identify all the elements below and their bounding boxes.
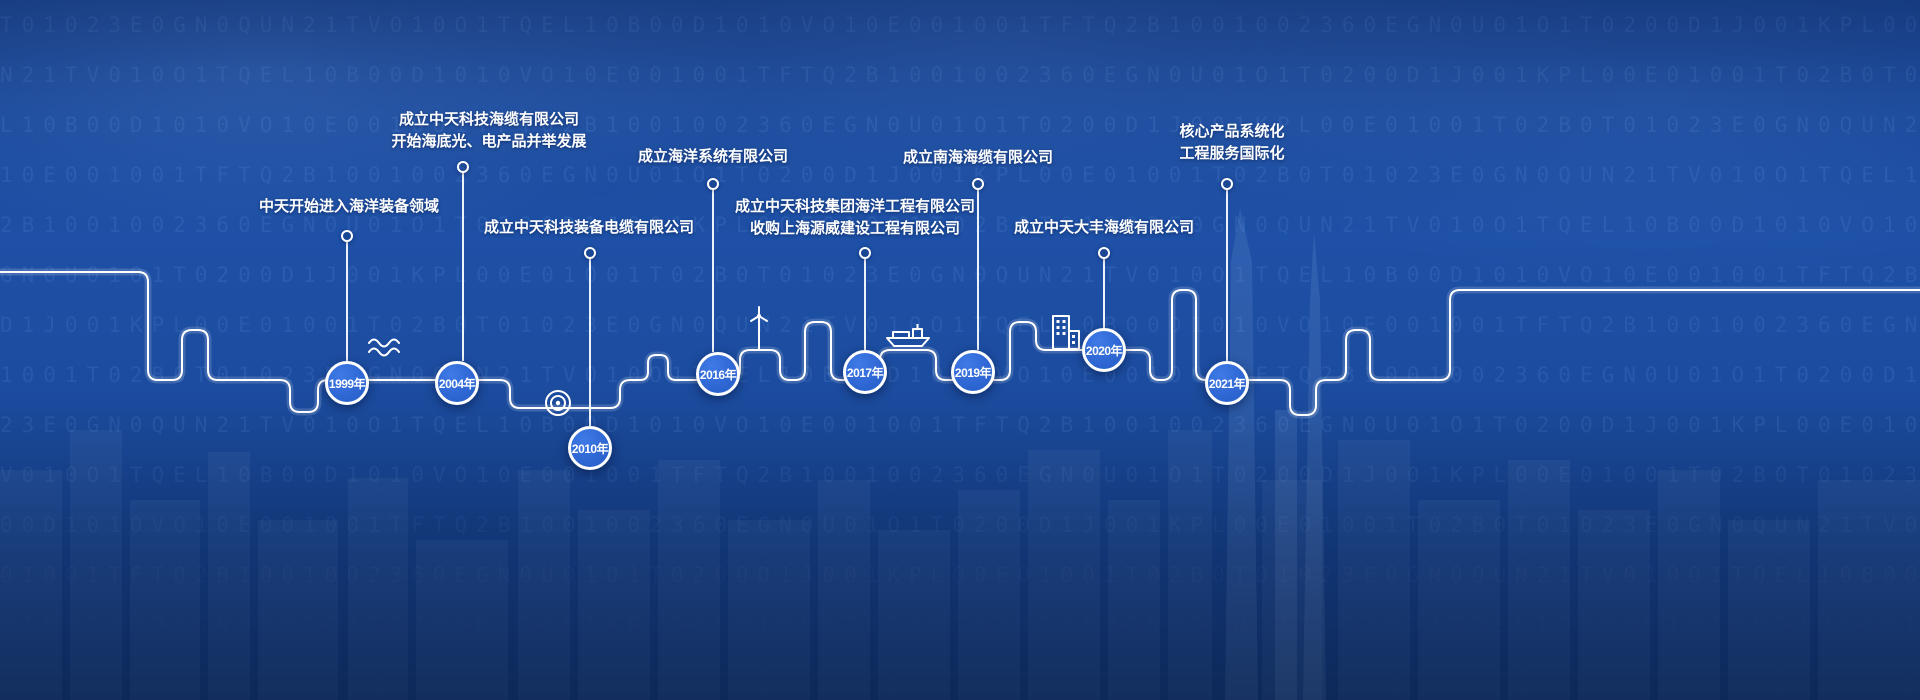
node-dot-2021 bbox=[1221, 178, 1233, 190]
node-dot-2016 bbox=[707, 178, 719, 190]
node-stem-2020 bbox=[1103, 259, 1105, 328]
year-text: 2019年 bbox=[954, 365, 992, 380]
binary-row: 23E0GN0QUN21TV010O1TQEL10B00D1010VO10E00… bbox=[0, 413, 1920, 437]
binary-row: GN0U01O1T0200D1J001KPL00E01001T02B0T0102… bbox=[0, 263, 1920, 287]
milestone-text: 中天开始进入海洋装备领域 bbox=[258, 198, 440, 215]
node-stem-2017 bbox=[864, 259, 866, 350]
milestone-text: 收购上海源威建设工程有限公司 bbox=[749, 220, 961, 237]
year-text: 2010年 bbox=[571, 441, 609, 456]
node-dot-2004 bbox=[457, 161, 469, 173]
year-badge-2016: 2016年 bbox=[696, 352, 740, 396]
binary-row: 01O1T0200D1J001KPL00E01001T02B0T01023E0G… bbox=[0, 650, 1920, 700]
year-badge-2010: 2010年 bbox=[568, 426, 612, 470]
node-stem-2010 bbox=[589, 259, 591, 426]
node-dot-1999 bbox=[341, 230, 353, 242]
milestone-text: 成立中天科技集团海洋工程有限公司 bbox=[734, 198, 976, 215]
binary-row: 10E001001TFTQ2B1001002360EGN0U01O1T0200D… bbox=[0, 163, 1920, 187]
year-text: 2021年 bbox=[1208, 376, 1246, 391]
binary-row: 00D1010VO10E001001TFTQ2B1001002360EGN0U0… bbox=[0, 500, 1920, 550]
milestone-text: 成立中天大丰海缆有限公司 bbox=[1013, 219, 1195, 236]
binary-row: N21TV010O1TQEL10B00D1010VO10E001001TFTQ2… bbox=[0, 63, 1920, 87]
year-badge-2021: 2021年 bbox=[1205, 361, 1249, 405]
milestone-text: 开始海底光、电产品并举发展 bbox=[391, 133, 587, 150]
milestone-label-2020: 成立中天大丰海缆有限公司 bbox=[1014, 217, 1194, 239]
year-text: 2016年 bbox=[699, 367, 737, 382]
year-badge-2004: 2004年 bbox=[435, 361, 479, 405]
year-text: 2017年 bbox=[846, 365, 884, 380]
year-text: 1999年 bbox=[328, 376, 366, 391]
milestone-text: 核心产品系统化 bbox=[1179, 123, 1285, 140]
binary-row: L10B00D1010VO10E001001TFTQ2B1001002360EG… bbox=[0, 113, 1920, 137]
node-stem-2004 bbox=[462, 173, 464, 361]
cable-coil-icon bbox=[543, 388, 573, 418]
milestone-text: 成立中天科技装备电缆有限公司 bbox=[483, 219, 695, 236]
milestone-label-2021: 核心产品系统化 工程服务国际化 bbox=[1179, 121, 1284, 165]
milestone-text: 成立南海海缆有限公司 bbox=[902, 149, 1054, 166]
timeline-line-stroke bbox=[0, 271, 1920, 416]
milestone-label-1999: 中天开始进入海洋装备领域 bbox=[259, 196, 439, 218]
node-stem-2021 bbox=[1226, 190, 1228, 361]
binary-row: T01023E0GN0QUN21TV010O1TQEL10B00D1010VO1… bbox=[0, 13, 1920, 37]
milestone-label-2016: 成立海洋系统有限公司 bbox=[638, 146, 788, 168]
milestone-text: 成立海洋系统有限公司 bbox=[637, 148, 789, 165]
binary-row: 01001TFTQ2B1001002360EGN0U01O1T0200D1J00… bbox=[0, 550, 1920, 600]
spire-tower-silhouette bbox=[1303, 232, 1326, 700]
year-badge-2020: 2020年 bbox=[1082, 328, 1126, 372]
ship-icon bbox=[885, 322, 931, 348]
milestone-text: 工程服务国际化 bbox=[1179, 145, 1285, 162]
node-stem-2019 bbox=[977, 190, 979, 350]
year-text: 2020年 bbox=[1085, 343, 1123, 358]
binary-row: 01002360EGN0U01O1T0200D1J001KPL00E01001T… bbox=[0, 600, 1920, 650]
node-dot-2019 bbox=[972, 178, 984, 190]
node-stem-1999 bbox=[346, 242, 348, 361]
year-badge-2019: 2019年 bbox=[951, 350, 995, 394]
milestone-label-2010: 成立中天科技装备电缆有限公司 bbox=[484, 217, 694, 239]
year-badge-1999: 1999年 bbox=[325, 361, 369, 405]
tall-tower-silhouette bbox=[1225, 208, 1258, 700]
wind-turbine-icon bbox=[741, 306, 777, 350]
building-icon bbox=[1047, 314, 1083, 350]
binary-row: 2B1001002360EGN0U01O1T0200D1J001KPL00E01… bbox=[0, 213, 1920, 237]
wave-icon bbox=[365, 334, 405, 360]
timeline-line-glow bbox=[0, 268, 1920, 419]
node-stem-2016 bbox=[712, 190, 714, 352]
node-dot-2017 bbox=[859, 247, 871, 259]
milestone-text: 成立中天科技海缆有限公司 bbox=[398, 111, 580, 128]
binary-row: V010O1TQEL10B00D1010VO10E001001TFTQ2B100… bbox=[0, 463, 1920, 487]
milestone-label-2004: 成立中天科技海缆有限公司 开始海底光、电产品并举发展 bbox=[391, 109, 586, 153]
binary-row: D1J001KPL00E01001T02B0T01023E0GN0QUN21TV… bbox=[0, 313, 1920, 337]
milestone-label-2017: 成立中天科技集团海洋工程有限公司 收购上海源威建设工程有限公司 bbox=[735, 196, 975, 240]
year-badge-2017: 2017年 bbox=[843, 350, 887, 394]
year-text: 2004年 bbox=[438, 376, 476, 391]
node-dot-2010 bbox=[584, 247, 596, 259]
node-dot-2020 bbox=[1098, 247, 1110, 259]
milestone-label-2019: 成立南海海缆有限公司 bbox=[903, 147, 1053, 169]
